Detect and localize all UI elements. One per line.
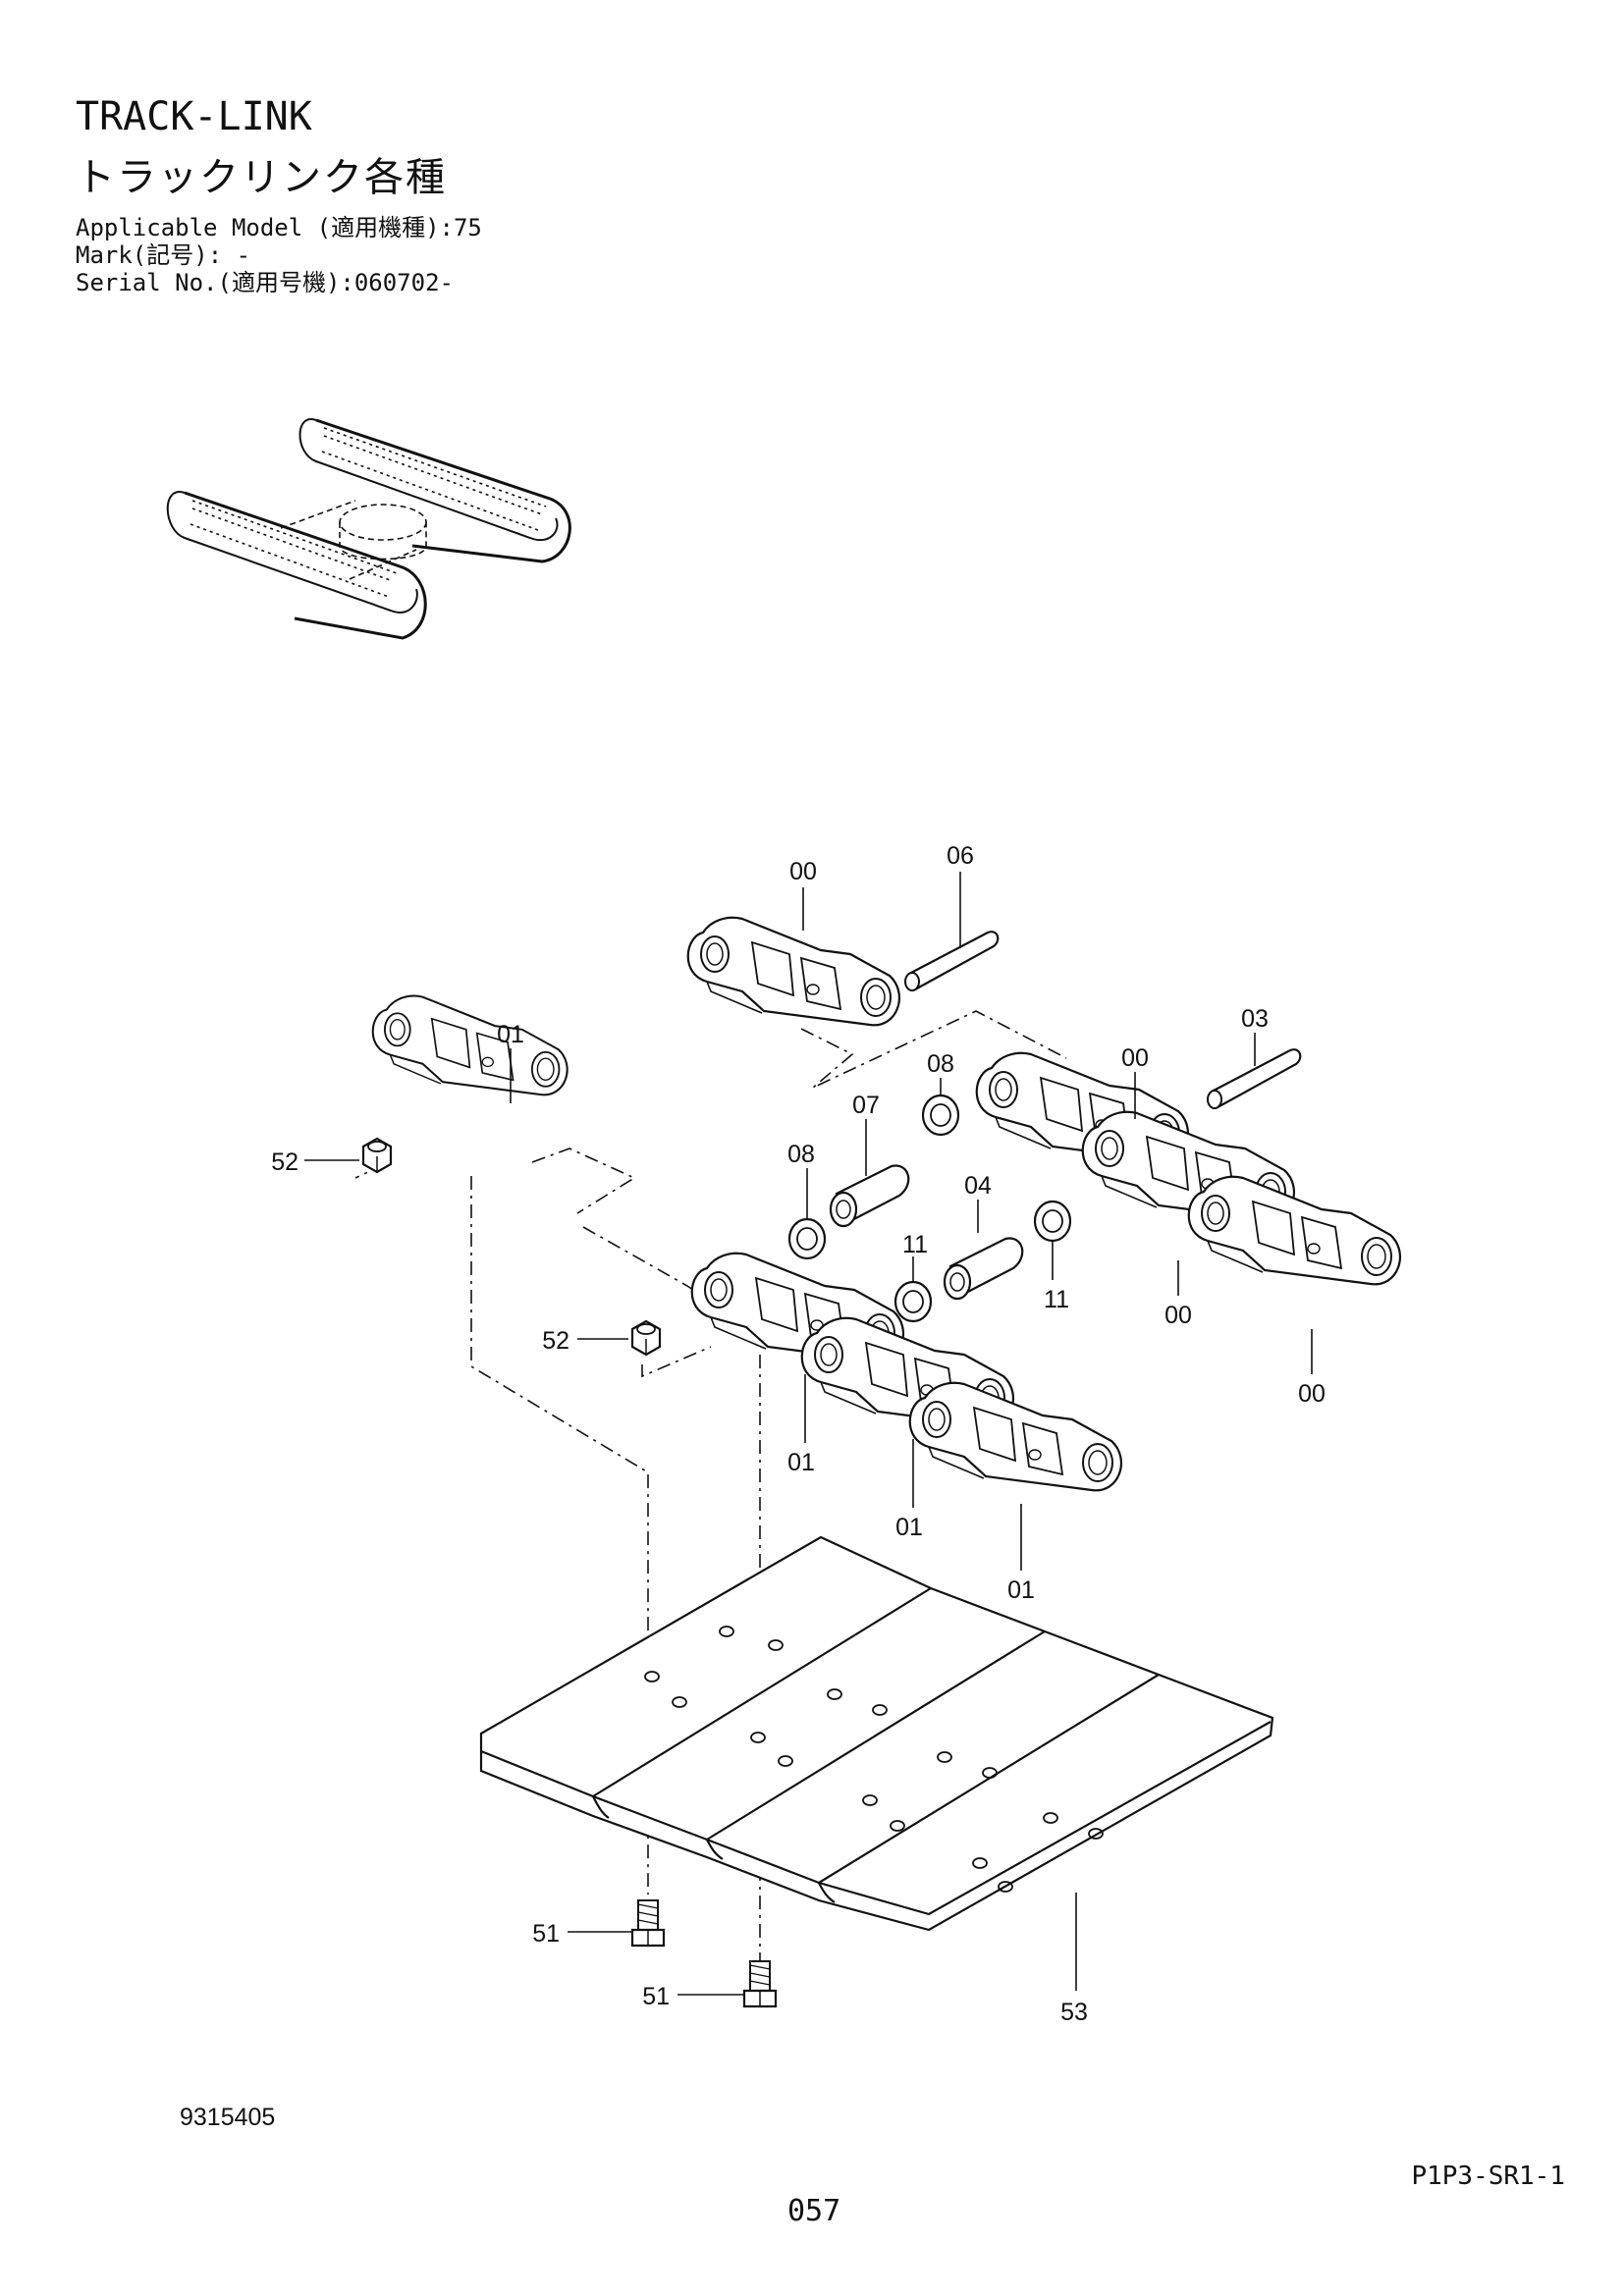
page-number: 057 [787,2194,841,2228]
callout-06: 06 [947,842,974,870]
applicable-model: Applicable Model (適用機種):75 [76,214,482,241]
callout-11-left: 11 [902,1231,928,1258]
callout-08-left: 08 [787,1141,815,1168]
bolt-51-left [630,1898,666,1948]
bolt-51-right [742,1959,778,2008]
callout-52-upper: 52 [271,1148,298,1176]
track-link-01-left [371,994,568,1096]
track-shoe-53 [479,1535,1274,1932]
track-pin-06 [903,931,1000,992]
mark-field: Mark(記号): - [76,241,251,269]
callout-00-top: 00 [789,858,817,885]
callout-03: 03 [1241,1005,1269,1033]
page-code: P1P3-SR1-1 [1411,2162,1565,2191]
callout-01-a: 01 [787,1449,815,1476]
track-link-01-c [908,1381,1123,1492]
callout-leader-lines [304,872,1313,1996]
callout-01-b: 01 [895,1514,923,1541]
callout-01-c: 01 [1007,1576,1035,1604]
callout-00-right-bottom: 00 [1298,1380,1326,1408]
callout-04: 04 [964,1172,992,1200]
callout-00-right-top: 00 [1121,1044,1149,1072]
spacer-11-right [1033,1200,1072,1243]
nut-52-lower [630,1319,662,1357]
bushing-07 [829,1164,910,1228]
seal-08-right [921,1094,960,1137]
callout-01-left: 01 [497,1021,524,1048]
bushing-04 [943,1237,1024,1301]
nut-52-upper [361,1137,393,1174]
callout-51-right: 51 [642,1983,670,2010]
callout-51-left: 51 [532,1920,560,1948]
page-title: TRACK-LINK [76,94,312,139]
callout-53: 53 [1060,1999,1088,2026]
callout-11-right: 11 [1044,1286,1069,1313]
callout-52-lower: 52 [542,1327,569,1355]
callout-00-right-mid: 00 [1164,1302,1192,1329]
page-title-japanese: トラックリンク各種 [76,155,447,200]
document-number: 9315405 [180,2104,276,2131]
seal-08-left [787,1217,827,1260]
serial-number: Serial No.(適用号機):060702- [76,269,454,296]
callout-08-right: 08 [927,1050,954,1078]
crawler-overview-illustration [166,418,571,640]
spacer-11-left [893,1280,933,1323]
track-link-00-top [686,916,901,1027]
callout-07: 07 [852,1092,880,1119]
track-pin-03 [1206,1048,1302,1110]
